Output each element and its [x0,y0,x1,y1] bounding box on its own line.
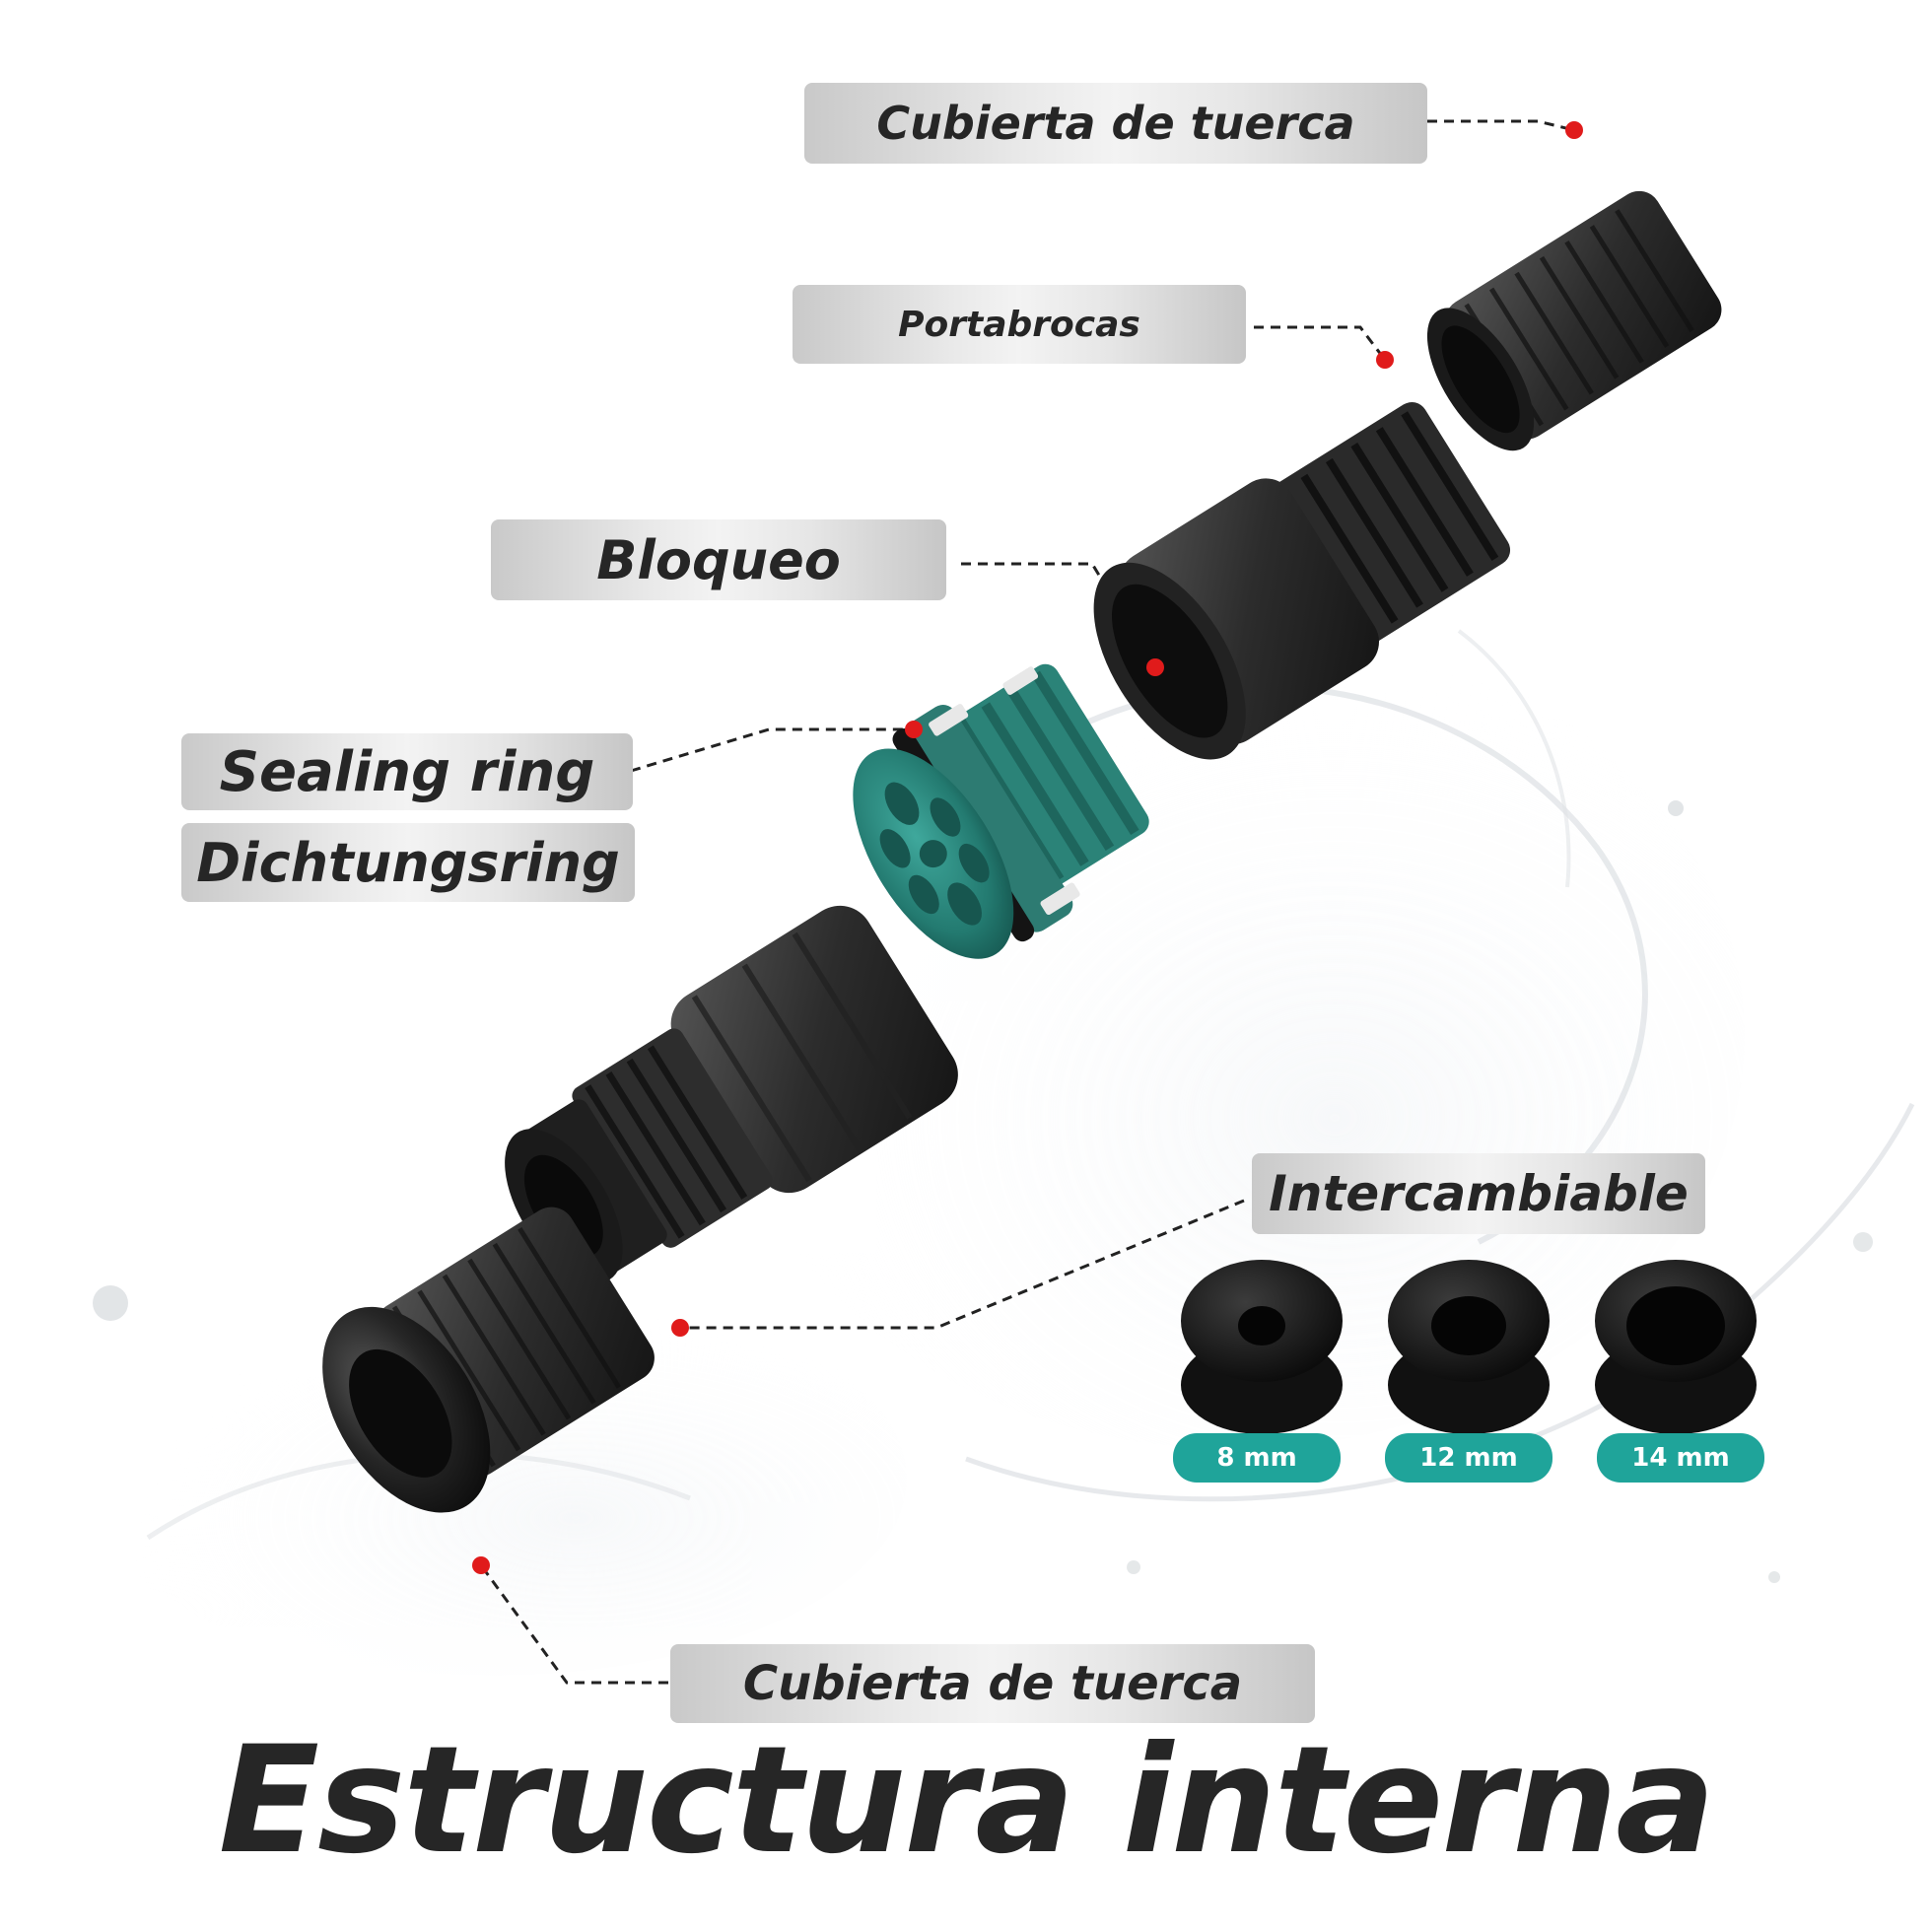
lock-connector-part [853,663,1149,959]
label-top-nut-cover: Cubierta de tuerca [804,83,1427,164]
leader-line-bottom-nut-cover [479,1564,668,1685]
marker-lock [1146,658,1164,676]
top-nut-cover-part [1426,190,1722,451]
leader-line-interchangeable [680,1199,1245,1330]
size-badge-12mm: 12 mm [1385,1433,1552,1483]
marker-chuck-holder [1376,351,1394,369]
page-title: Estructura interna [218,1715,1716,1887]
seal-ring-12mm [1388,1260,1550,1434]
chuck-holder-part [1093,401,1511,760]
marker-interchangeable [671,1319,689,1337]
label-chuck-holder: Portabrocas [793,285,1246,364]
marker-top-nut-cover [1565,121,1583,139]
size-badge-14mm: 14 mm [1597,1433,1764,1483]
size-badge-8mm: 8 mm [1173,1433,1341,1483]
label-interchangeable: Intercambiable [1252,1153,1705,1234]
label-bottom-nut-cover: Cubierta de tuerca [670,1644,1315,1723]
callout-markers [472,121,1583,1574]
label-sealing-ring: Sealing ring [181,733,633,810]
bottom-nut-cover-part [322,1207,655,1513]
leader-line-sealing-ring [630,727,914,773]
leader-line-chuck-holder [1254,325,1387,361]
label-lock: Bloqueo [491,519,946,600]
leader-line-top-nut-cover [1427,119,1575,132]
lower-body-part [505,905,958,1283]
leader-lines [479,119,1575,1685]
marker-bottom-nut-cover [472,1556,490,1574]
seal-ring-14mm [1595,1260,1757,1434]
marker-sealing-ring [905,721,923,738]
label-dichtungsring: Dichtungsring [181,823,635,902]
seal-ring-8mm [1181,1260,1343,1434]
